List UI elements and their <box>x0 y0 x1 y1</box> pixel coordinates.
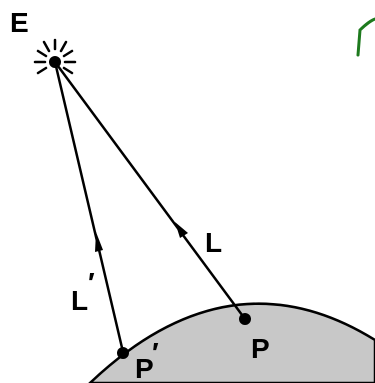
burst-icon <box>33 38 77 75</box>
arrow-head-l-prime <box>95 232 103 252</box>
eye-point <box>49 56 61 68</box>
point-p-prime <box>117 347 129 359</box>
label-p-prime-mark: ′ <box>152 337 159 368</box>
ray-to-p <box>53 61 247 320</box>
ray-to-p-prime <box>53 61 125 353</box>
label-l-prime: L <box>71 285 88 316</box>
point-p <box>239 313 251 325</box>
label-p-prime: P <box>135 353 154 383</box>
label-p: P <box>251 333 270 364</box>
label-eye: E <box>10 7 29 38</box>
arrow-head-l <box>175 222 188 238</box>
curved-surface <box>88 302 375 383</box>
label-l-prime-mark: ′ <box>88 267 95 298</box>
label-l: L <box>205 227 222 258</box>
partial-glyph-icon <box>356 17 375 57</box>
